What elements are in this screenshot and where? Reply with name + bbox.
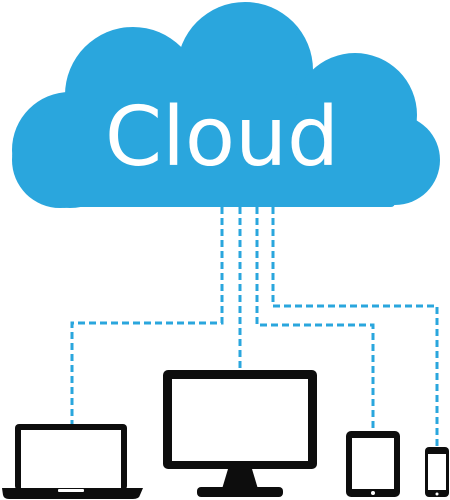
laptop-icon	[2, 424, 143, 499]
connector-to-laptop	[70, 207, 224, 424]
cloud-icon: Cloud	[12, 2, 440, 208]
smartphone-icon	[425, 447, 449, 497]
connector-lines	[70, 207, 439, 448]
tablet-icon	[346, 431, 400, 497]
cloud-label: Cloud	[105, 90, 339, 185]
connector-to-phone	[271, 207, 439, 448]
connector-to-tablet	[255, 207, 375, 432]
monitor-icon	[163, 370, 317, 497]
